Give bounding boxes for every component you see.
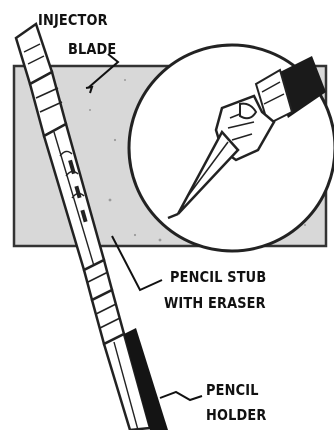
magnified-detail [129, 45, 334, 251]
pencil-stub-label-line-1: PENCIL STUB [170, 270, 266, 285]
pencil-stub-label-line-2: WITH ERASER [164, 296, 266, 311]
pencil-holder-label-line-2: HOLDER [206, 408, 266, 423]
injector-label-line-1: INJECTOR [38, 13, 108, 28]
injector-label-line-2: BLADE [68, 42, 116, 57]
pencil-holder-label-line-1: PENCIL [206, 383, 259, 398]
